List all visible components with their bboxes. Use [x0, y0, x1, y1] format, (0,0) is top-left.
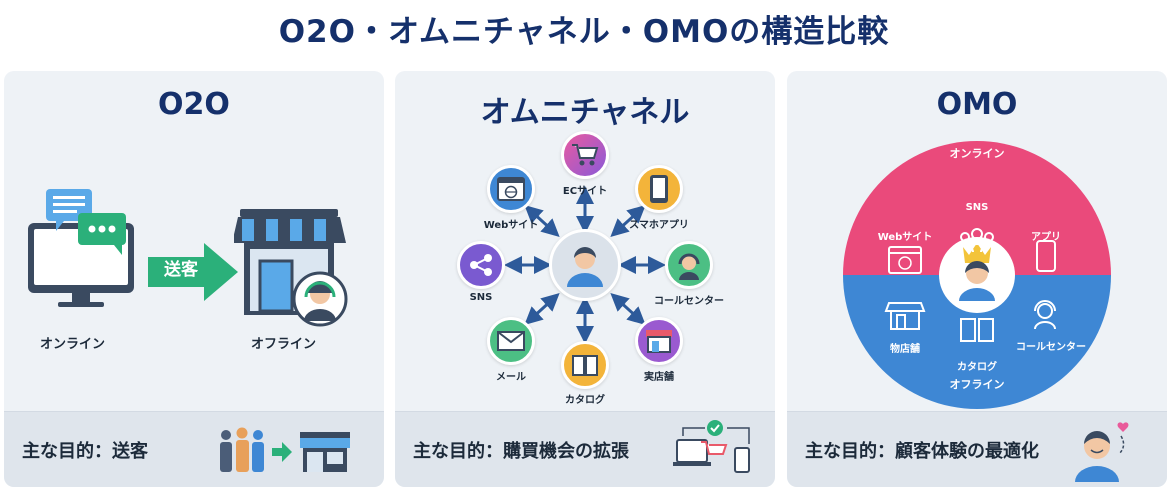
omnichannel-title: オムニチャネル	[480, 95, 690, 130]
headset-icon	[678, 253, 700, 280]
o2o-footer: 主な目的：送客	[4, 411, 384, 487]
ec-site-label: ECサイト	[562, 186, 608, 197]
omo-headset-icon	[1034, 300, 1056, 330]
o2o-panel: O2O オンライン 送客	[4, 71, 384, 487]
omo-panel: OMO	[787, 71, 1167, 487]
o2o-arrow	[148, 243, 238, 301]
omo-catalog-label: カタログ	[957, 362, 997, 373]
sns-node	[457, 241, 505, 289]
store-icon	[646, 330, 672, 353]
customer-hub	[549, 229, 621, 301]
online-monitor-icon	[22, 183, 140, 313]
website-label: Webサイト	[483, 220, 539, 231]
omnichannel-purpose-text: 主な目的：購買機会の拡張	[413, 441, 629, 462]
call-center-node	[665, 241, 713, 289]
o2o-purpose-text: 主な目的：送客	[22, 441, 148, 462]
o2o-title: O2O	[158, 87, 230, 122]
people-to-store-icon	[216, 426, 356, 476]
store-node	[635, 317, 683, 365]
o2o-offline-label: オフライン	[251, 337, 317, 352]
catalog-node	[561, 341, 609, 389]
mail-node	[487, 317, 535, 365]
omo-website-label: Webサイト	[877, 232, 933, 243]
omo-catalog-icon	[960, 318, 994, 342]
smartphone-icon	[650, 175, 668, 203]
store-label: 実店舗	[644, 372, 674, 383]
o2o-online-label: オンライン	[40, 337, 106, 352]
call-center-label: コールセンター	[654, 296, 724, 307]
sns-label: SNS	[469, 292, 493, 303]
omo-circle	[841, 139, 1113, 411]
browser-globe-icon	[497, 177, 525, 201]
omo-browser-icon	[888, 246, 922, 274]
catalog-label: カタログ	[565, 395, 605, 406]
omo-online-label: オンライン	[949, 147, 1005, 160]
mail-label: メール	[496, 372, 526, 383]
crowned-customer-icon	[959, 243, 995, 301]
website-node	[487, 165, 535, 213]
cart-icon	[572, 144, 599, 166]
smartphone-app-label: スマホアプリ	[629, 220, 689, 231]
share-icon	[470, 254, 492, 276]
o2o-arrow-label: 送客	[164, 260, 198, 280]
happy-customer-icon	[1071, 416, 1141, 482]
omnichannel-arrows	[504, 186, 666, 344]
ec-site-node	[561, 131, 609, 179]
mail-icon	[497, 331, 525, 351]
book-icon	[572, 355, 598, 376]
page-title: O2O・オムニチャネル・OMOの構造比較	[278, 14, 890, 50]
smartphone-app-node	[635, 165, 683, 213]
omo-phone-icon	[1036, 240, 1056, 272]
omo-offline-label: オフライン	[949, 378, 1005, 391]
omnichannel-footer: 主な目的：購買機会の拡張	[395, 411, 775, 487]
sns-people-icon	[956, 228, 998, 253]
person-icon	[567, 247, 603, 287]
omo-purpose-text: 主な目的：顧客体験の最適化	[805, 441, 1039, 462]
omnichannel-panel: オムニチャネル ECサイト スマ	[395, 71, 775, 487]
omo-store-icon	[884, 302, 926, 330]
omo-app-label: アプリ	[1031, 232, 1061, 243]
omo-footer: 主な目的：顧客体験の最適化	[787, 411, 1167, 487]
omo-call-center-label: コールセンター	[1016, 342, 1086, 353]
omo-store-label: 物店舗	[890, 344, 920, 355]
multichannel-devices-icon	[673, 418, 757, 482]
omo-sns-label: SNS	[965, 202, 989, 213]
offline-store-icon	[234, 203, 364, 333]
omo-title: OMO	[936, 87, 1018, 122]
